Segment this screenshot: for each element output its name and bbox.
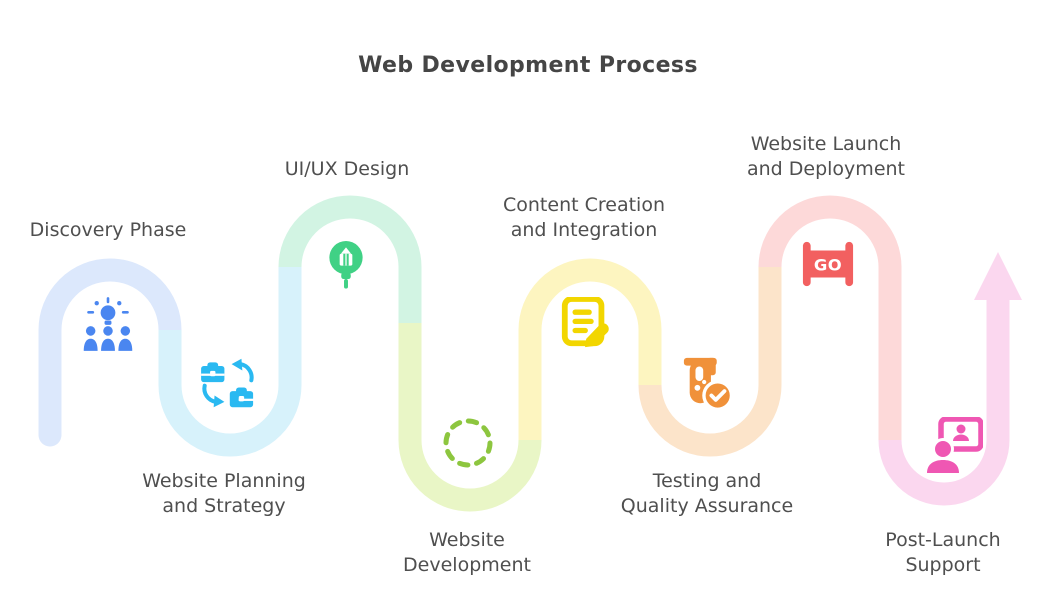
stage-label-line: Website — [429, 529, 505, 551]
track-segment-support — [878, 297, 1010, 506]
stage-label-line: Website Planning — [142, 470, 306, 492]
stage-label-line: Testing and — [652, 470, 762, 492]
stage-label-line: and Deployment — [746, 158, 906, 180]
track-segment-launch — [758, 195, 902, 440]
brainstorm-team-icon — [83, 297, 133, 351]
stage-label-line: and Strategy — [162, 495, 286, 517]
stage-label-line: Post-Launch — [885, 529, 1001, 551]
stage-label-discovery: Discovery Phase — [30, 218, 187, 243]
stage-label-line: Discovery Phase — [29, 219, 187, 241]
track-arrowhead-icon — [974, 252, 1022, 300]
stage-label-content: Content Creation and Integration — [503, 193, 665, 243]
stage-label-line: Content Creation — [503, 194, 665, 216]
stage-label-line: Support — [905, 554, 981, 576]
go-banner-text: GO — [814, 256, 842, 275]
stage-label-line: Quality Assurance — [620, 495, 794, 517]
track-segment-testing — [638, 267, 782, 457]
stage-label-testing: Testing and Quality Assurance — [621, 469, 793, 519]
go-banner-icon: GO — [802, 241, 854, 287]
track-segment-design — [278, 195, 422, 323]
test-tube-check-icon — [683, 357, 734, 411]
stage-label-design: UI/UX Design — [285, 157, 409, 182]
document-edit-icon — [561, 297, 609, 348]
track-segment-planning — [158, 267, 302, 457]
stage-label-line: Development — [403, 554, 531, 576]
stage-label-planning: Website Planning and Strategy — [142, 469, 306, 519]
stage-label-line: UI/UX Design — [284, 158, 410, 180]
track-segment-content — [518, 258, 662, 440]
dashed-circle-icon — [443, 418, 493, 468]
page-title: Web Development Process — [358, 53, 698, 78]
stage-label-development: Website Development — [403, 528, 531, 578]
stage-label-line: Website Launch — [750, 133, 902, 155]
track-segment-discovery — [38, 258, 182, 435]
stage-label-launch: Website Launch and Deployment — [747, 132, 905, 182]
stage-label-support: Post-Launch Support — [885, 528, 1000, 578]
briefcase-swap-icon — [201, 358, 258, 408]
track-segment-development — [398, 323, 542, 512]
design-balloon-icon — [329, 241, 363, 289]
support-screen-icon — [925, 417, 983, 473]
stage-label-line: and Integration — [510, 219, 658, 241]
